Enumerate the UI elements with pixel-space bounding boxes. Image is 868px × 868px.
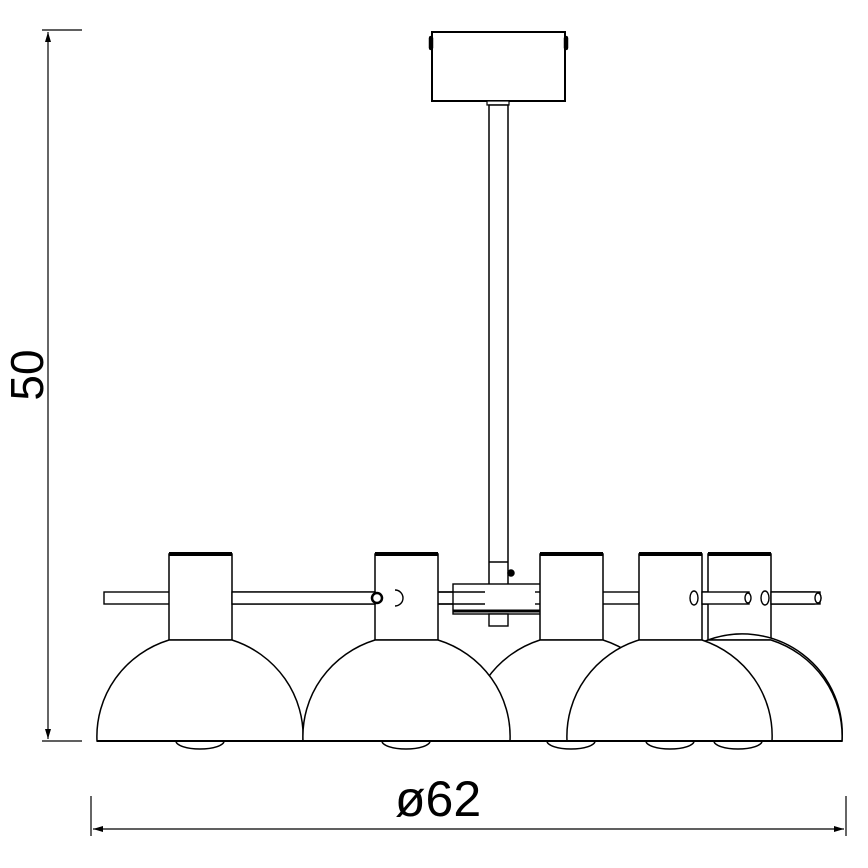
diameter-dimension (90, 796, 847, 836)
height-dimension-label: 50 (1, 349, 53, 401)
shade-1 (96, 552, 304, 750)
shade-4 (566, 552, 773, 750)
diameter-dimension-label: ø62 (395, 771, 482, 827)
shades (96, 552, 843, 750)
height-dimension (42, 29, 82, 742)
down-rod (488, 104, 515, 586)
central-hub (437, 583, 545, 627)
canopy (428, 31, 569, 106)
shade-2 (302, 552, 511, 750)
